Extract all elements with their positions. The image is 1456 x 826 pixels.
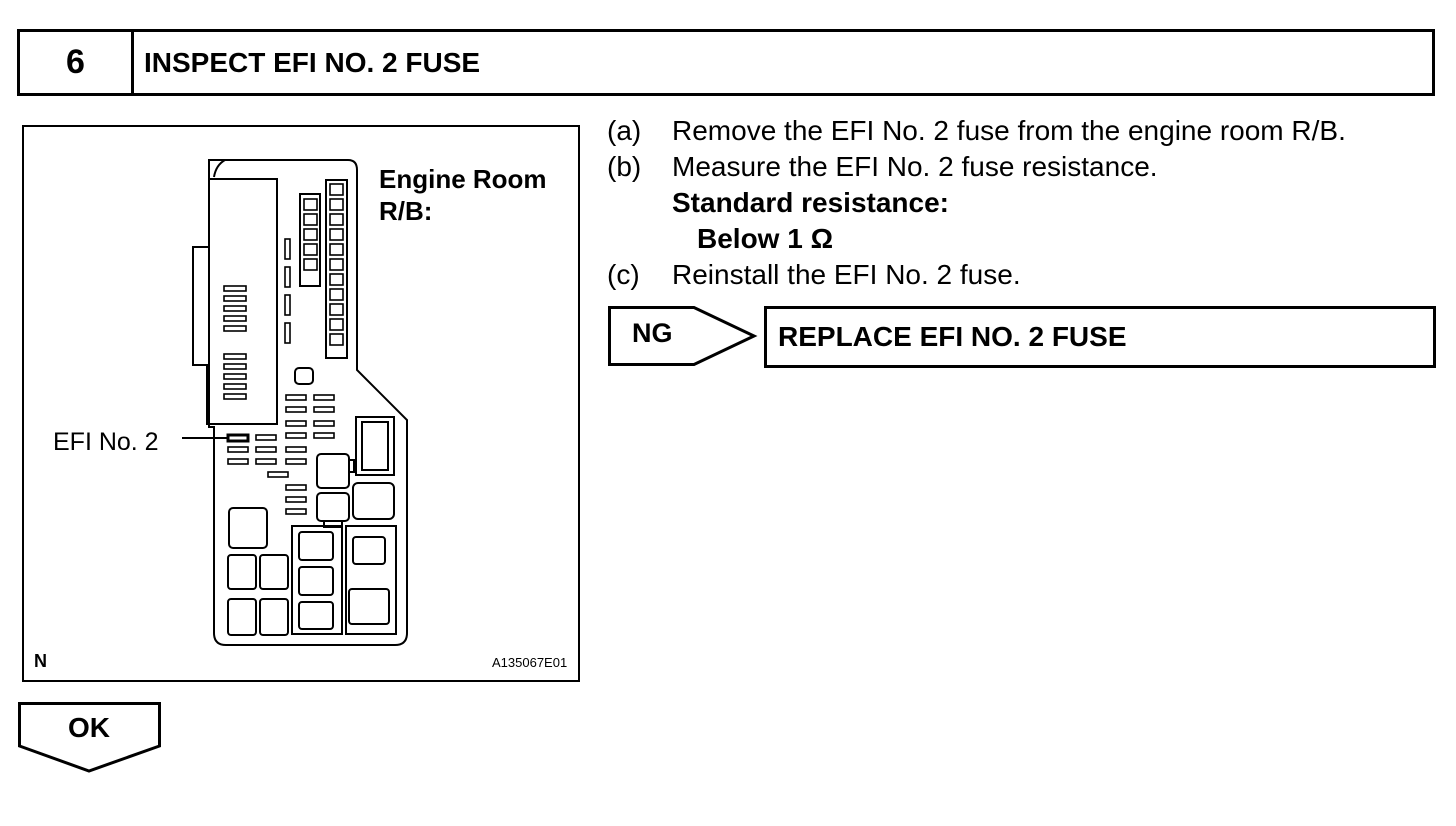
spec-label: Standard resistance: bbox=[672, 187, 949, 218]
efi-no2-callout: EFI No. 2 bbox=[53, 428, 159, 456]
instruction-a: (a) Remove the EFI No. 2 fuse from the e… bbox=[607, 113, 1346, 149]
instruction-letter: (c) bbox=[607, 259, 640, 290]
engine-room-relay-box-diagram bbox=[182, 159, 408, 646]
instruction-letter: (a) bbox=[607, 115, 642, 146]
ng-label: NG bbox=[632, 318, 673, 348]
instruction-b: (b) Measure the EFI No. 2 fuse resistanc… bbox=[607, 149, 1346, 185]
instruction-list: (a) Remove the EFI No. 2 fuse from the e… bbox=[607, 113, 1346, 293]
orientation-mark: N bbox=[34, 651, 47, 671]
instruction-text: Reinstall the EFI No. 2 fuse. bbox=[672, 259, 1021, 290]
spec-value: Below 1 Ω bbox=[697, 223, 834, 254]
instruction-c: (c) Reinstall the EFI No. 2 fuse. bbox=[607, 257, 1346, 293]
instruction-text: Remove the EFI No. 2 fuse from the engin… bbox=[672, 115, 1346, 146]
instruction-text: Measure the EFI No. 2 fuse resistance. bbox=[672, 151, 1158, 182]
ng-arrow-shape bbox=[608, 306, 758, 366]
instruction-letter: (b) bbox=[607, 151, 642, 182]
ng-action-box: REPLACE EFI NO. 2 FUSE bbox=[764, 306, 1436, 368]
ng-action-text: REPLACE EFI NO. 2 FUSE bbox=[778, 321, 1127, 352]
step-header: 6 INSPECT EFI NO. 2 FUSE bbox=[17, 29, 1435, 96]
figure-heading-line2: R/B: bbox=[379, 196, 433, 226]
step-number: 6 bbox=[20, 32, 134, 93]
figure-heading-line1: Engine Room bbox=[379, 164, 547, 194]
relay-box-figure: Engine Room R/B: EFI No. 2 N A135067E01 bbox=[22, 125, 580, 682]
ok-label: OK bbox=[68, 712, 110, 743]
figure-id: A135067E01 bbox=[492, 655, 568, 670]
step-title: INSPECT EFI NO. 2 FUSE bbox=[144, 46, 481, 78]
ok-arrow-shape bbox=[18, 702, 161, 773]
